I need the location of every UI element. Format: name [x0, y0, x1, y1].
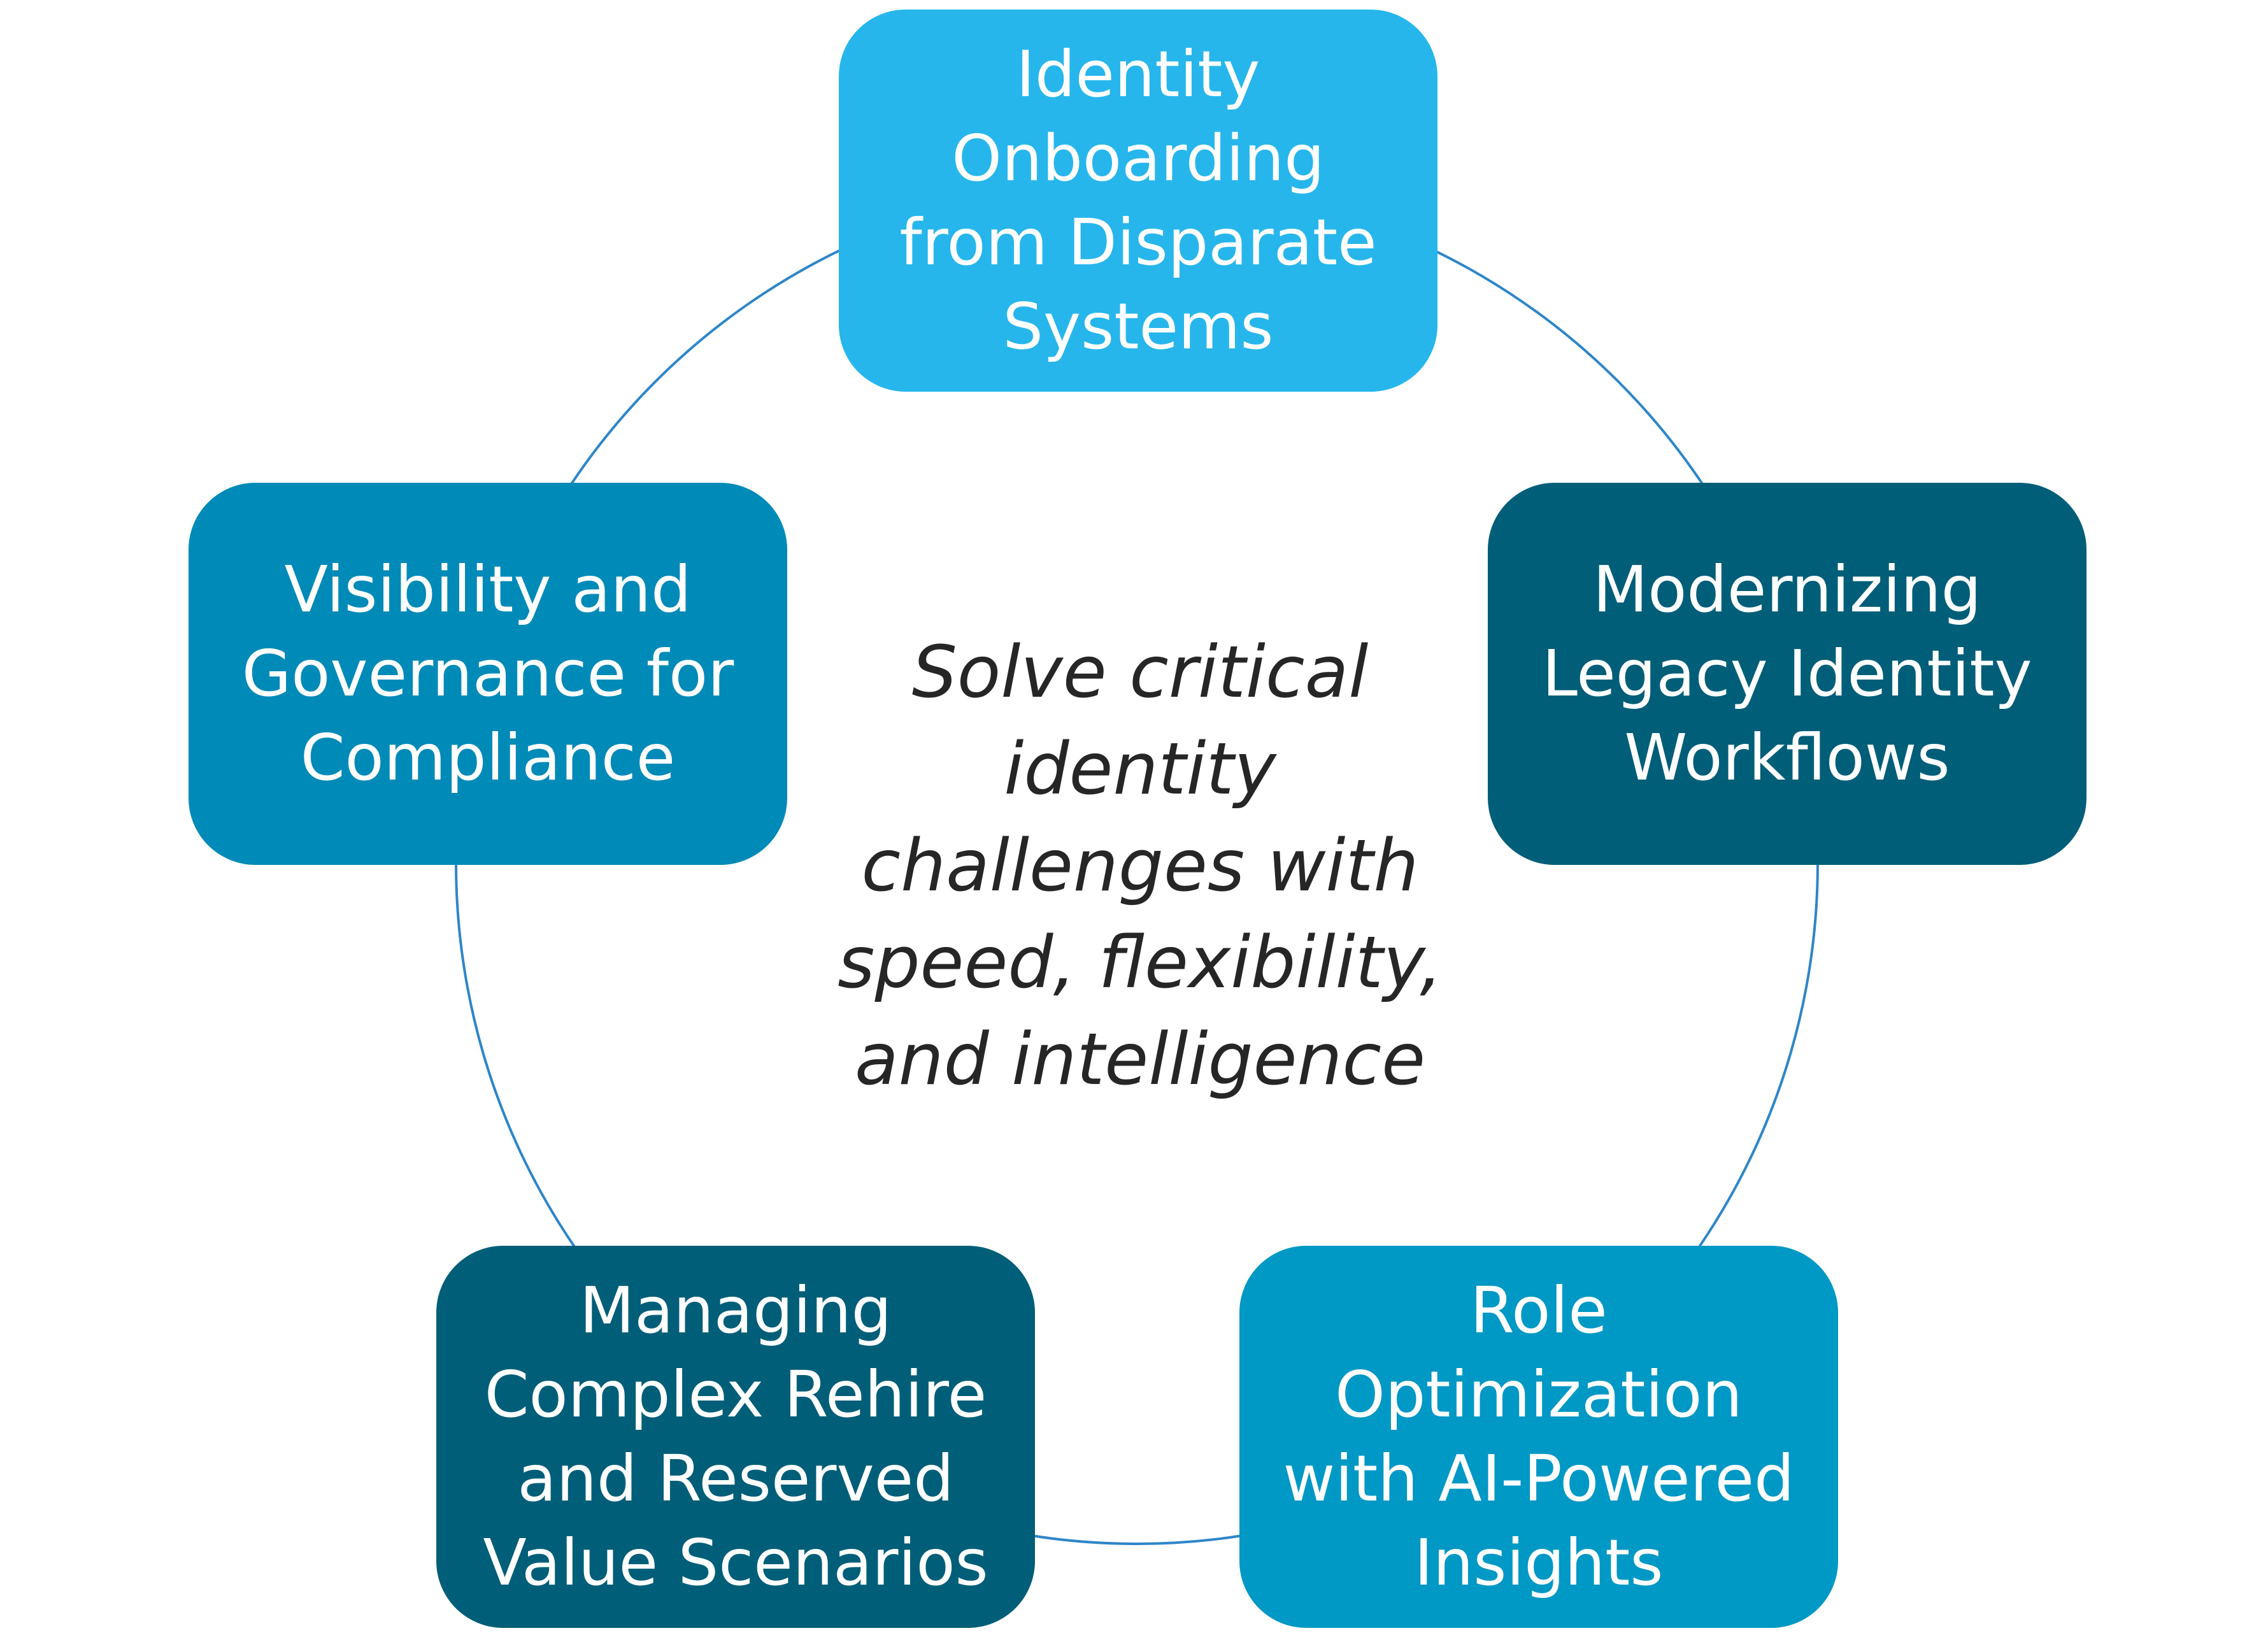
node-visibility-governance: Visibility and Governance for Compliance: [189, 483, 787, 865]
node-modernizing-legacy-workflows: Modernizing Legacy Identity Workflows: [1488, 483, 2086, 865]
node-managing-rehire-scenarios: Managing Complex Rehire and Reserved Val…: [436, 1246, 1035, 1628]
node-identity-onboarding: Identity Onboarding from Disparate Syste…: [839, 10, 1437, 392]
center-statement: Solve critical identity challenges with …: [838, 631, 1443, 1101]
node-role-optimization: Role Optimization with AI-Powered Insigh…: [1239, 1246, 1838, 1628]
